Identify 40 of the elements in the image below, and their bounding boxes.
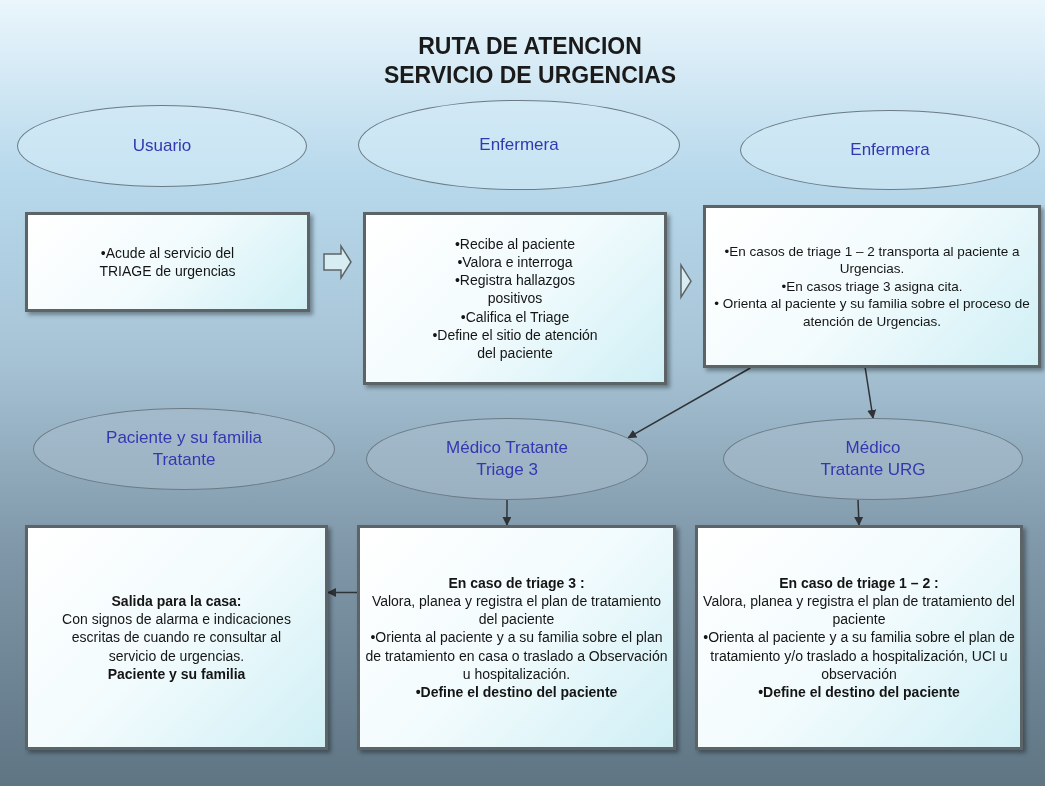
step-box [703, 205, 1041, 368]
step-text: • Orienta al paciente y su familia sobre el proceso de atención de Urgencias. [713, 295, 1031, 331]
step-text: •Orienta al paciente y a su familia sobre el plan de tratamiento y/o traslado a hospitalización, UCI u observación [702, 628, 1016, 683]
step-box [357, 525, 676, 750]
step-text: En caso de triage 1 – 2 : [779, 573, 939, 593]
block-arrow [323, 243, 352, 281]
step-text: •Acude al servicio del TRIAGE de urgencias [98, 243, 237, 281]
step-text: •Recibe al paciente [454, 234, 576, 254]
block-arrow [680, 262, 692, 300]
role-label: Médico Tratante URG [819, 436, 927, 481]
step-box [25, 525, 328, 750]
step-text: •Valora e interroga [457, 253, 573, 272]
role-label: Paciente y su familia Tratante [105, 426, 263, 471]
step-text: Salida para la casa: [111, 592, 242, 611]
step-text: •En casos triage 3 asigna cita. [781, 277, 963, 296]
arrow [864, 367, 877, 419]
step-text: Valora, planea y registra el plan de tratamiento del paciente [370, 592, 663, 629]
role-label: Enfermera [479, 133, 559, 156]
step-text: Con signos de alarma e indicaciones escritas de cuando re consultar al servicio de urgencias. [61, 610, 292, 665]
role-label: Enfermera [850, 138, 930, 161]
step-text: •Orienta al paciente y a su familia sobre el plan de tratamiento en casa o traslado a Observación u hospitalización. [364, 628, 669, 683]
arrow [627, 367, 752, 439]
step-box [363, 212, 667, 385]
title: RUTA DE ATENCION SERVICIO DE URGENCIAS [382, 32, 678, 90]
step-box [25, 212, 310, 312]
step-text: •Define el destino del paciente [758, 682, 960, 702]
role-label: Médico Tratante Triage 3 [445, 436, 569, 481]
step-box [695, 525, 1023, 750]
role-label: Usuario [132, 134, 192, 157]
step-text: •Define el sitio de atención del paciente [431, 325, 599, 363]
step-text: En caso de triage 3 : [448, 573, 585, 593]
step-text: Valora, planea y registra el plan de tratamiento del paciente [702, 592, 1016, 629]
arrow [854, 499, 864, 526]
arrow [502, 499, 512, 526]
step-text: •En casos de triage 1 – 2 transporta al paciente a Urgencias. [723, 242, 1021, 278]
step-text: •Define el destino del paciente [415, 682, 618, 702]
step-text: •Califica el Triage [460, 307, 570, 326]
step-text: •Registra hallazgos positivos [453, 271, 577, 308]
step-text: Paciente y su familia [107, 664, 246, 683]
arrow [327, 588, 358, 597]
